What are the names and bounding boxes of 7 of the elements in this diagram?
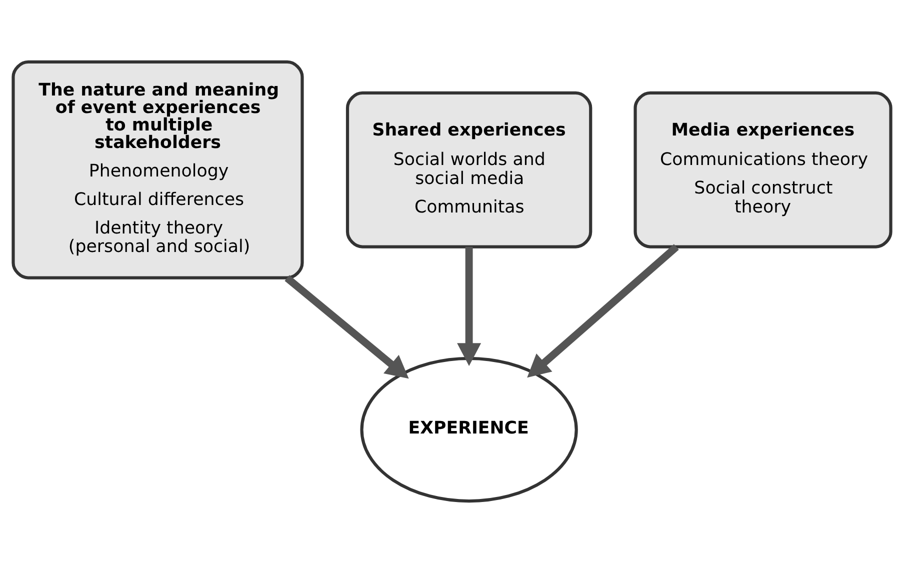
node-box: Shared experiences Social worlds and social media Communitas [346, 90, 592, 248]
node-box: Media experiences Communications theory Social construct theory [634, 90, 892, 248]
node-ellipse: EXPERIENCE [360, 356, 578, 502]
arrow [457, 246, 482, 366]
node-box: The nature and meaning of event experiences to multiple stakeholders Phenomenology Cultural differences Identity theory (personal and social) [12, 60, 304, 279]
arrow [527, 244, 679, 378]
arrow [284, 274, 409, 378]
